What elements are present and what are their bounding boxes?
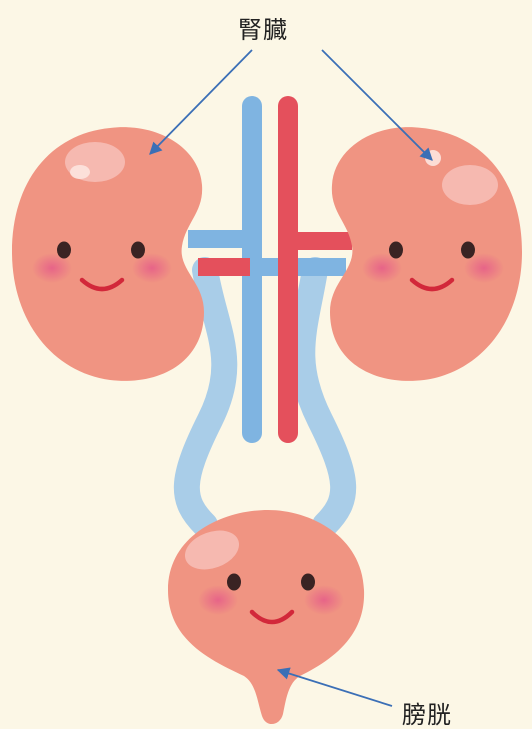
right-kidney [330, 127, 522, 381]
renal-artery-right [280, 232, 352, 250]
right-kidney-right-eye [461, 242, 475, 259]
left-kidney [12, 127, 204, 381]
left-kidney-left-eye [57, 242, 71, 259]
bladder-label: 膀胱 [402, 695, 452, 729]
bladder [168, 510, 364, 724]
kidney-label: 腎臓 [238, 10, 288, 45]
left-kidney-right-eye [131, 242, 145, 259]
renal-vessels [188, 226, 352, 280]
bladder-arrow [278, 670, 392, 706]
bladder-right-eye [301, 574, 315, 591]
kidney-arrow-left [150, 50, 252, 154]
right-kidney-left-eye [389, 242, 403, 259]
ureters [187, 270, 343, 525]
bladder-left-eye [227, 574, 241, 591]
